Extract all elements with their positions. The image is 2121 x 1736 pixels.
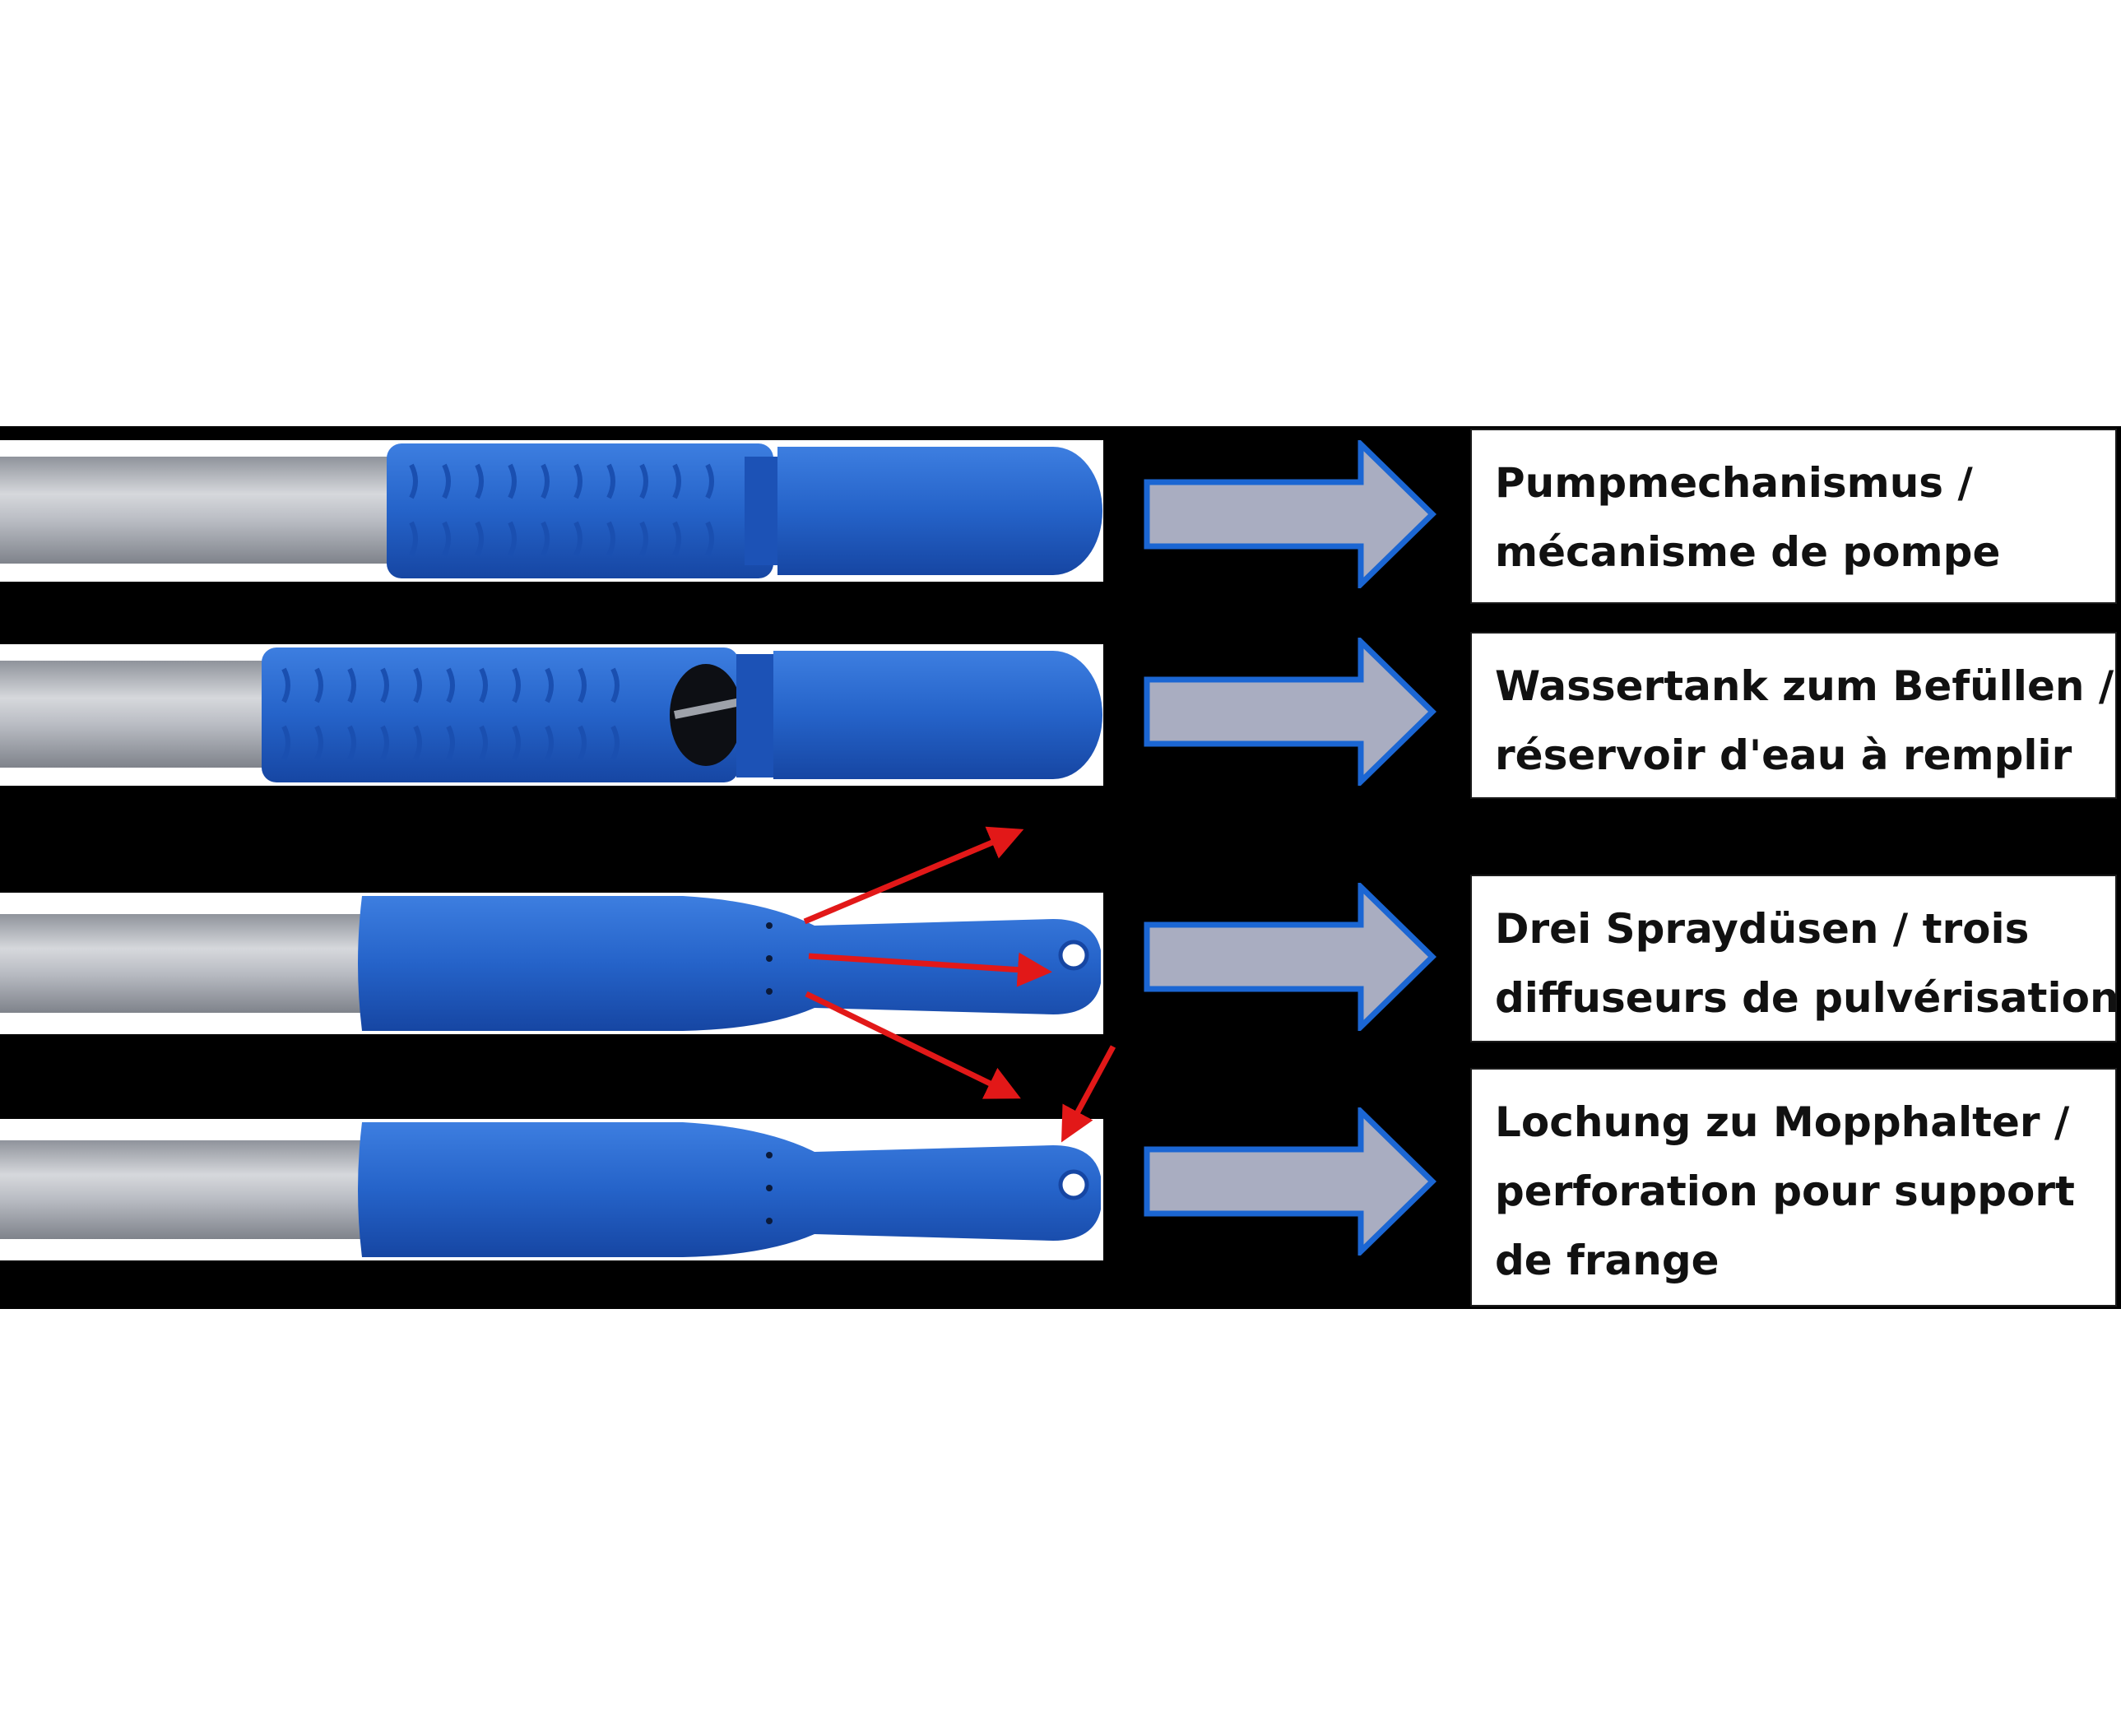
arrow-right-icon: [1144, 638, 1437, 786]
label-line: Wassertank zum Befüllen /: [1495, 662, 2114, 710]
mop-handle-spray-nozzles-icon: [0, 896, 1101, 1031]
photo-mop-holder-perforation: [0, 1119, 1103, 1260]
label-line: mécanisme de pompe: [1495, 528, 2001, 576]
photo-water-tank: [0, 644, 1103, 786]
label-line: perforation pour support: [1495, 1167, 2075, 1215]
label-line: Pumpmechanismus /: [1495, 459, 1973, 507]
label-line: Lochung zu Mopphalter /: [1495, 1098, 2070, 1146]
arrow-right-icon: [1144, 883, 1437, 1031]
label-pump-mechanism: Pumpmechanismus / mécanisme de pompe: [1470, 429, 2117, 604]
arrow-right-icon: [1144, 440, 1437, 588]
photo-spray-nozzles: [0, 893, 1103, 1034]
label-line: réservoir d'eau à remplir: [1495, 731, 2072, 779]
mop-handle-grip-closed-icon: [0, 443, 1102, 578]
label-mop-holder-perforation: Lochung zu Mopphalter / perforation pour…: [1470, 1068, 2117, 1307]
mop-handle-grip-open-tank-icon: [0, 648, 1102, 782]
arrow-right-icon: [1144, 1107, 1437, 1256]
photo-pump-mechanism: [0, 440, 1103, 582]
label-line: diffuseurs de pulvérisation: [1495, 974, 2119, 1022]
mop-handle-mop-holder-perforation-icon: [0, 1122, 1101, 1257]
label-line: de frange: [1495, 1237, 1720, 1284]
label-line: Drei Spraydüsen / trois: [1495, 905, 2030, 953]
label-spray-nozzles: Drei Spraydüsen / trois diffuseurs de pu…: [1470, 875, 2119, 1042]
label-water-tank: Wassertank zum Befüllen / réservoir d'ea…: [1470, 632, 2117, 799]
